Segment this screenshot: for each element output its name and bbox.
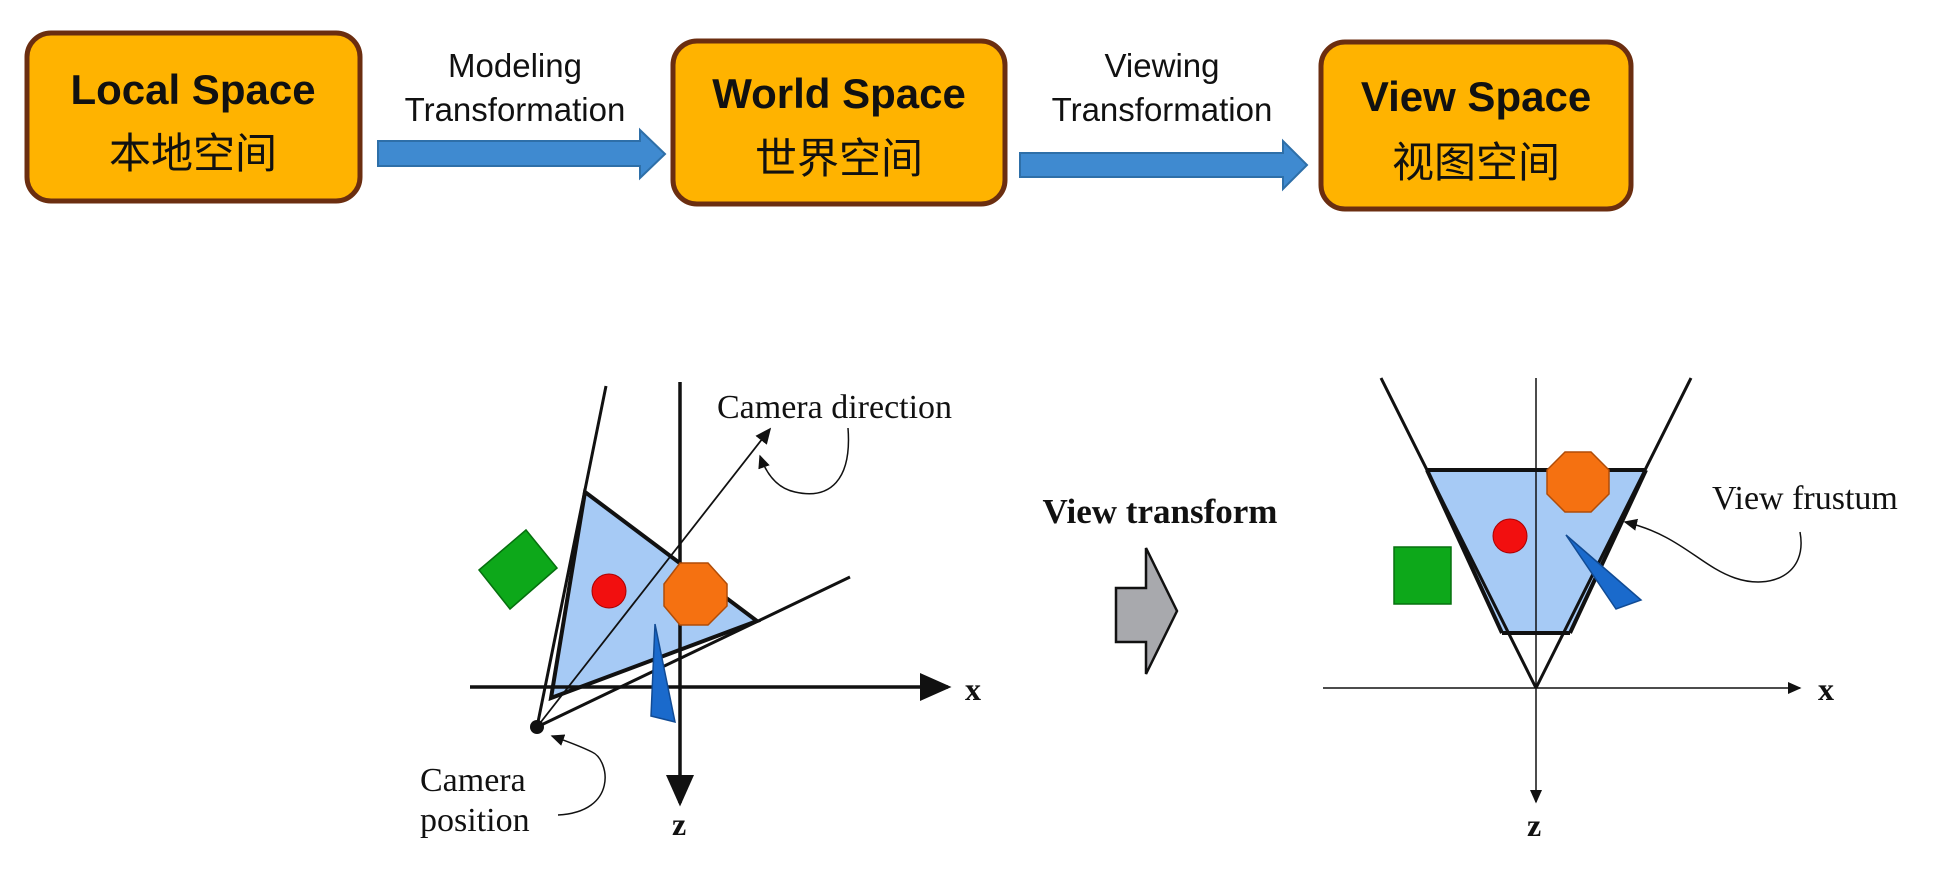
- frustum-edge-left: [535, 385, 608, 728]
- view-space-diagram: x z View frustum: [1323, 377, 1898, 843]
- stage-box: [670, 38, 1008, 207]
- green-square: [1393, 546, 1452, 605]
- orange-octagon: [1546, 451, 1610, 513]
- x-axis-label: x: [965, 671, 981, 707]
- stage-title: Local Space: [70, 66, 315, 113]
- view-transform-step: View transform: [1043, 492, 1278, 675]
- stage-title: World Space: [712, 70, 966, 117]
- camera-direction-line: [536, 427, 772, 728]
- transform-modeling: Modeling Transformation: [377, 47, 667, 181]
- stage-box: [24, 30, 363, 204]
- camera-position-leader: [550, 734, 606, 816]
- blue-wedge: [650, 623, 676, 724]
- orange-octagon: [663, 562, 728, 626]
- camera-position-label-line2: position: [420, 802, 530, 839]
- transform-label-line2: Transformation: [1052, 91, 1273, 128]
- frustum-edge-left: [1379, 377, 1538, 689]
- z-axis-label: z: [1527, 807, 1541, 843]
- z-axis-label: z: [672, 806, 686, 842]
- green-square: [477, 528, 559, 611]
- red-circle: [591, 573, 627, 609]
- transform-label-line1: Viewing: [1105, 47, 1220, 84]
- view-frustum-label: View frustum: [1712, 480, 1898, 517]
- frustum-edge-right: [1534, 377, 1693, 689]
- stage-subtitle: 视图空间: [1392, 138, 1560, 187]
- frustum-side-right: [1568, 469, 1648, 634]
- camera-direction-leader: [758, 427, 850, 495]
- view-transform-label: View transform: [1043, 492, 1278, 531]
- red-circle: [1492, 518, 1528, 554]
- stage-subtitle: 世界空间: [755, 134, 923, 183]
- camera-direction-label: Camera direction: [717, 389, 952, 426]
- view-transform-arrow: [1114, 547, 1179, 675]
- stage-subtitle: 本地空间: [109, 129, 277, 178]
- stage-box: [1318, 39, 1634, 212]
- blue-wedge: [1565, 534, 1643, 610]
- camera-position-dot: [530, 720, 544, 734]
- transform-label-line1: Modeling: [448, 47, 582, 84]
- frustum-edge-right: [536, 575, 851, 729]
- stage-view-space: View Space 视图空间: [1318, 39, 1634, 212]
- transform-arrow: [1019, 138, 1309, 192]
- stage-local-space: Local Space 本地空间: [24, 30, 363, 204]
- stage-world-space: World Space 世界空间: [670, 38, 1008, 207]
- camera-position-label-line1: Camera: [420, 762, 526, 799]
- transform-viewing: Viewing Transformation: [1019, 47, 1309, 192]
- stage-title: View Space: [1361, 73, 1591, 120]
- world-space-diagram: x z Camera direction Camera position: [420, 382, 981, 842]
- transform-arrow: [377, 127, 667, 181]
- frustum-side-left: [1425, 469, 1504, 634]
- transform-label-line2: Transformation: [405, 91, 626, 128]
- view-frustum-leader: [1623, 518, 1802, 583]
- x-axis-label: x: [1818, 671, 1834, 707]
